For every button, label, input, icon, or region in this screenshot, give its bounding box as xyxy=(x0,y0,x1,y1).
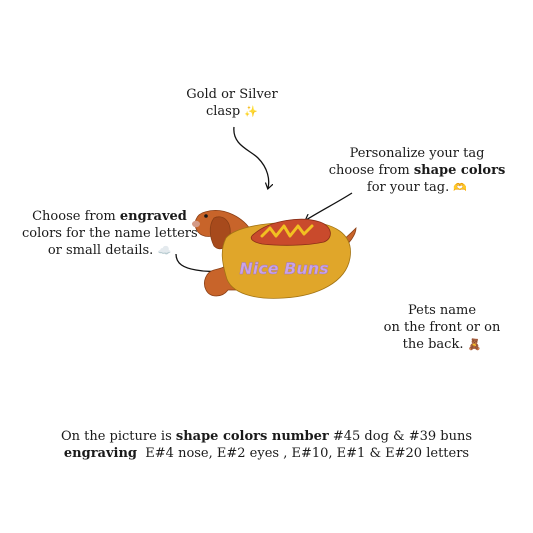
heart-hands-icon: 🫶 xyxy=(453,181,468,194)
pet-note-line1: Pets name xyxy=(407,303,477,318)
shape-color-note: Personalize your tag choose from shape c… xyxy=(322,145,512,196)
engrave-note-line3: or small details. xyxy=(47,243,154,258)
caption-line1-pre: On the picture is xyxy=(60,429,176,444)
shape-note-line2-bold: shape colors xyxy=(413,163,506,178)
caption-line1-bold: shape colors number xyxy=(175,429,329,444)
mustard-shape xyxy=(260,224,314,238)
engrave-note-line1-pre: Choose from xyxy=(32,209,120,224)
engrave-note-line1-bold: engraved xyxy=(119,209,187,224)
engrave-note: Choose from engraved colors for the name… xyxy=(22,208,198,259)
pet-name-note: Pets name on the front or on the back. 🧸 xyxy=(372,302,512,353)
pet-note-line3: the back. xyxy=(402,337,464,352)
sparkle-icon: ✨ xyxy=(244,105,259,118)
caption-line2-post: E#4 nose, E#2 eyes , E#10, E#1 & E#20 le… xyxy=(137,446,470,461)
caption-line1-post: #45 dog & #39 buns xyxy=(328,429,473,444)
clasp-note: Gold or Silver clasp ✨ xyxy=(172,86,292,120)
shape-note-line1: Personalize your tag xyxy=(349,146,485,161)
clasp-note-line2: clasp xyxy=(205,104,241,119)
teddy-bear-icon: 🧸 xyxy=(467,338,482,351)
dog-eye xyxy=(204,214,208,218)
dog-nose xyxy=(192,220,200,228)
cloud-icon: ☁️ xyxy=(157,244,172,257)
clasp-note-line1: Gold or Silver xyxy=(186,87,278,102)
shape-color-arrow-icon xyxy=(306,192,353,220)
shape-note-line2-pre: choose from xyxy=(328,163,414,178)
tag-name-text: Nice Buns xyxy=(239,259,328,278)
caption: On the picture is shape colors number #4… xyxy=(0,428,533,462)
caption-line2-bold: engraving xyxy=(63,446,138,461)
shape-note-line3: for your tag. xyxy=(366,180,450,195)
pet-note-line2: on the front or on xyxy=(383,320,501,335)
clasp-arrow-icon xyxy=(233,126,269,188)
engrave-note-line2: colors for the name letters xyxy=(22,226,198,241)
sausage-shape xyxy=(250,218,331,246)
